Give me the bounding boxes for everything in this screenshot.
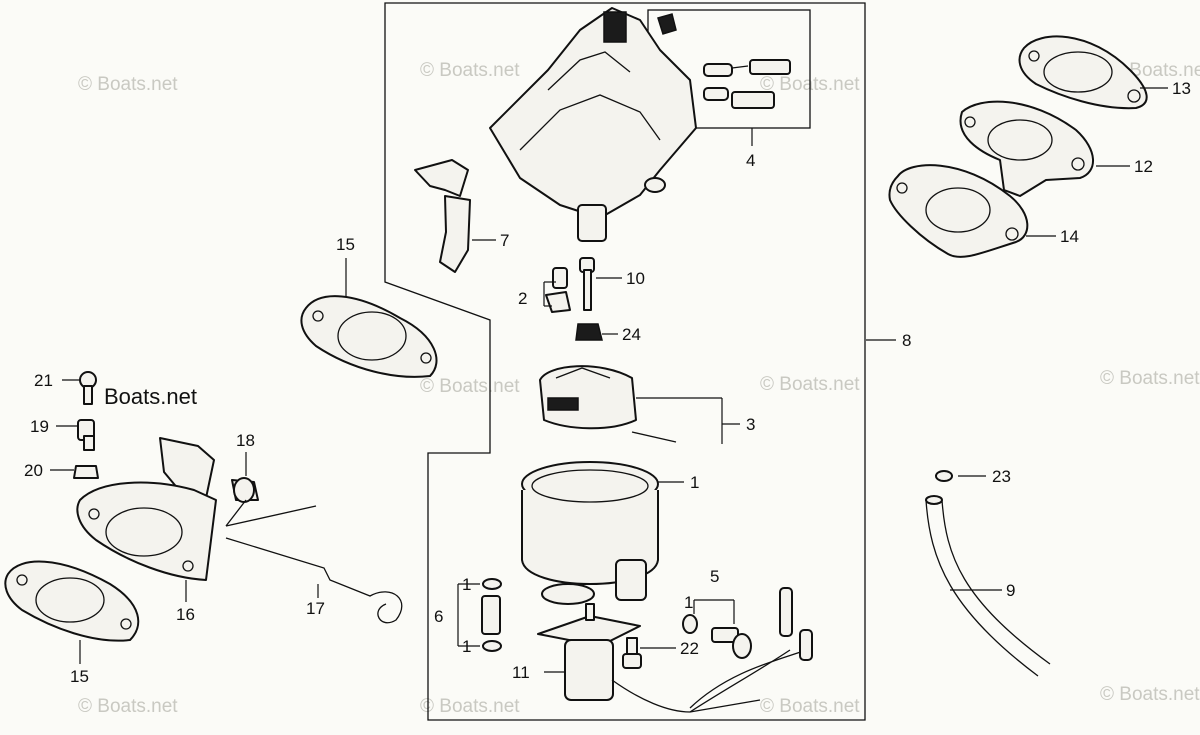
insulator-gasket-14 <box>888 164 1029 258</box>
watermark: © Boats.net <box>1100 684 1200 705</box>
callout-1-oring-a: 1 <box>462 575 471 594</box>
callout-14: 14 <box>1060 227 1079 246</box>
jet-kit-parts <box>657 13 791 109</box>
watermark: © Boats.net <box>78 696 178 717</box>
solenoid-screw <box>622 637 642 669</box>
callout-9: 9 <box>1006 581 1015 600</box>
float-pin-parts <box>545 257 603 341</box>
fuel-tube <box>925 495 1051 677</box>
grommet <box>231 477 259 503</box>
carburetor-body <box>489 7 697 242</box>
drain-bolt <box>457 578 502 652</box>
callout-8: 8 <box>902 331 911 350</box>
bowl-screw-set <box>682 599 752 659</box>
callout-1: 1 <box>690 473 699 492</box>
watermark: © Boats.net <box>78 74 178 95</box>
watermark: © Boats.net <box>1100 368 1200 389</box>
fuel-tube-clip <box>935 470 953 482</box>
callout-11: 11 <box>512 663 530 682</box>
fuel-cut-solenoid <box>537 587 813 713</box>
carburetor-bracket <box>76 437 217 581</box>
gasket-top-left <box>300 295 438 378</box>
watermark: © Boats.net <box>760 696 860 717</box>
callout-1-small: 1 <box>684 593 693 612</box>
callout-17: 17 <box>306 599 325 618</box>
fitting-parts <box>73 371 99 479</box>
callout-15-top: 15 <box>336 235 355 254</box>
watermarks: © Boats.net © Boats.net © Boats.net © Bo… <box>78 60 1200 717</box>
callout-10: 10 <box>626 269 645 288</box>
callout-1-oring-b: 1 <box>462 637 471 656</box>
insulator-gasket-13 <box>1018 35 1148 110</box>
callout-leaders <box>50 87 1168 673</box>
callout-23: 23 <box>992 467 1011 486</box>
watermark: © Boats.net <box>420 376 520 397</box>
callout-labels: 13 12 14 4 7 10 2 24 8 3 1 15 21 19 20 1… <box>24 79 1191 686</box>
callout-2: 2 <box>518 289 527 308</box>
callout-16: 16 <box>176 605 195 624</box>
float <box>539 365 677 443</box>
choke-lever <box>414 159 471 273</box>
assembly-outline <box>384 2 866 721</box>
callout-12: 12 <box>1134 157 1153 176</box>
callout-22: 22 <box>680 639 699 658</box>
float-bowl <box>521 461 659 605</box>
callout-6: 6 <box>434 607 443 626</box>
callout-3: 3 <box>746 415 755 434</box>
callout-4: 4 <box>746 151 755 170</box>
gasket-bottom-left <box>4 560 140 642</box>
callout-18: 18 <box>236 431 255 450</box>
callout-5: 5 <box>710 567 719 586</box>
watermark: © Boats.net <box>420 60 520 81</box>
watermark: © Boats.net <box>420 696 520 717</box>
callout-13: 13 <box>1172 79 1191 98</box>
watermark: © Boats.net <box>760 374 860 395</box>
callout-19: 19 <box>30 417 49 436</box>
callout-7: 7 <box>500 231 509 250</box>
callout-21: 21 <box>34 371 53 390</box>
choke-rod <box>225 499 403 624</box>
insulator-12 <box>959 100 1094 197</box>
callout-24: 24 <box>622 325 641 344</box>
callout-20: 20 <box>24 461 43 480</box>
callout-15-bottom: 15 <box>70 667 89 686</box>
brand-label: Boats.net <box>104 384 197 409</box>
